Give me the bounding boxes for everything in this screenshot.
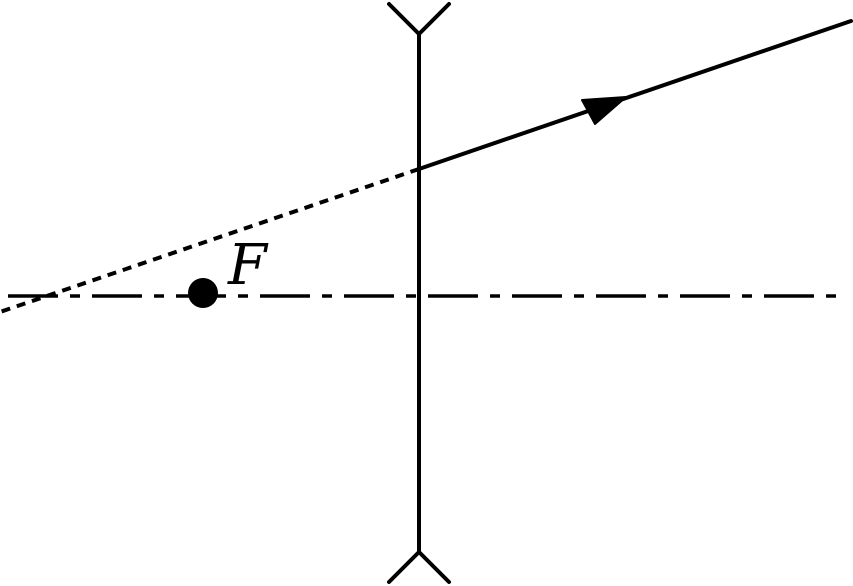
refracted-ray [417,19,853,171]
virtual-ray-extension [0,167,420,314]
focal-point [188,278,218,308]
focal-point-label: F [227,233,269,298]
lens-top-arrowhead [387,2,451,36]
ray-direction-arrow [581,96,627,125]
concave-lens [387,2,451,584]
lens-bottom-arrowhead [387,550,451,584]
